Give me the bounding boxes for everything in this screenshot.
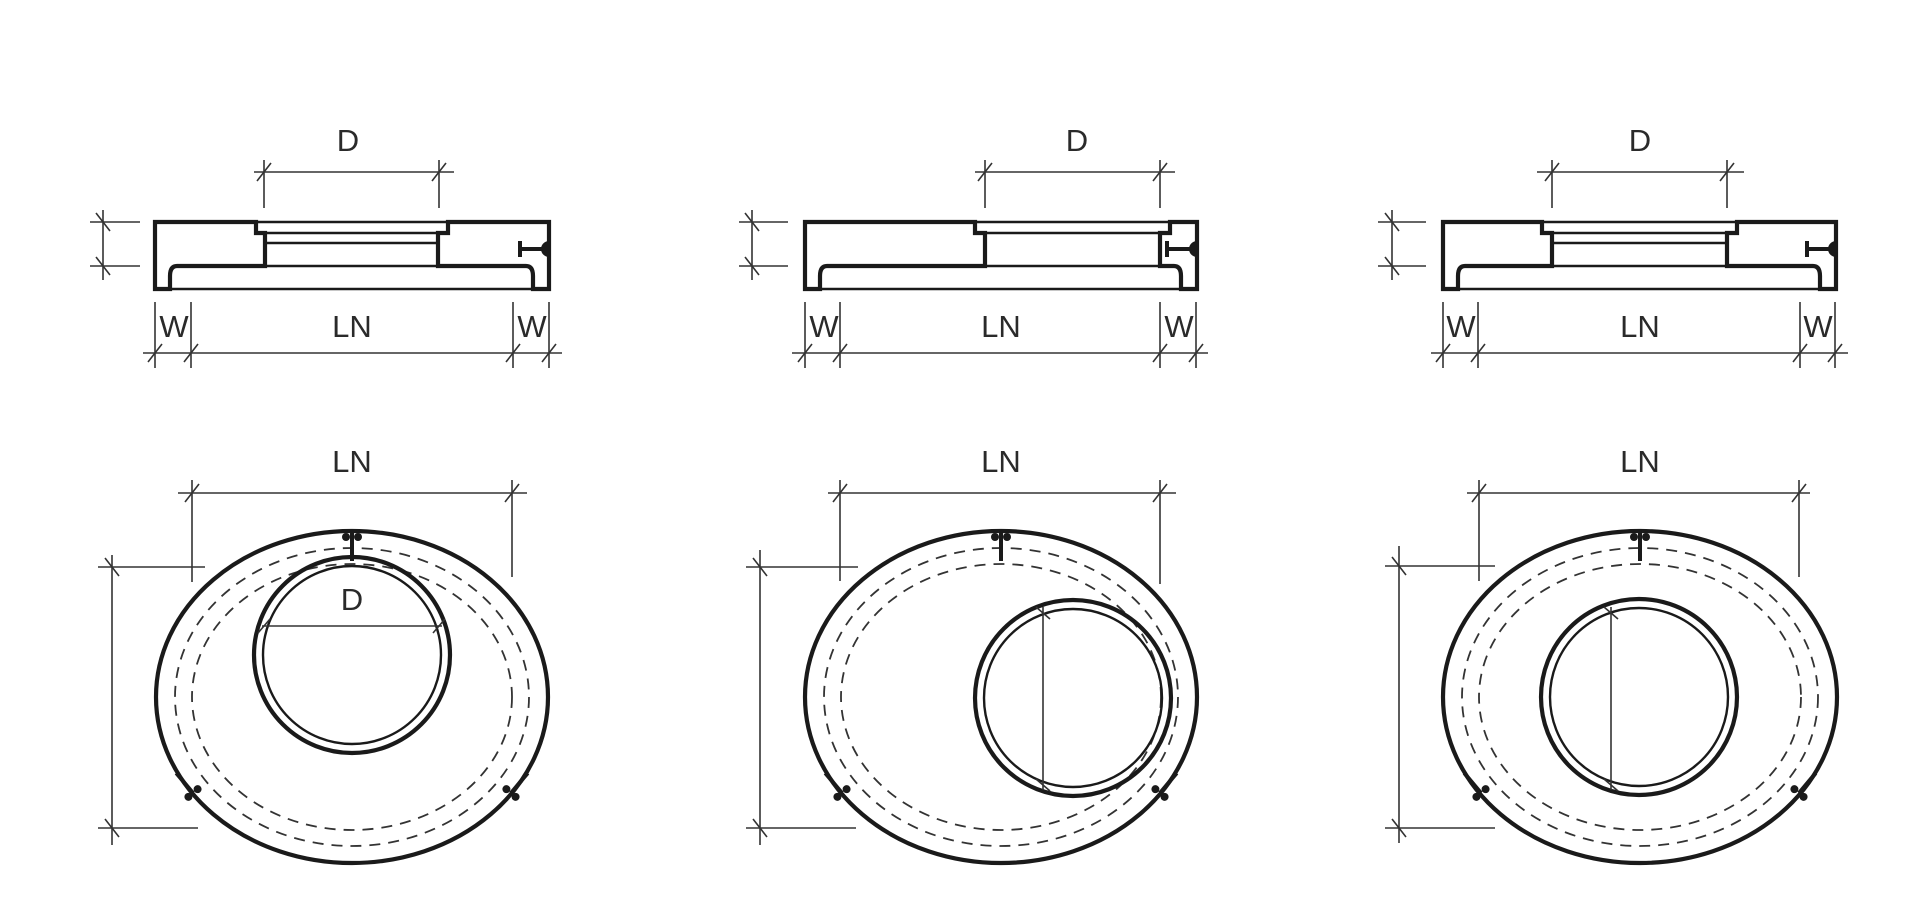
plan-opening-outer xyxy=(1538,596,1740,798)
dimension-W-LN: W LN W xyxy=(1431,302,1848,368)
lifting-anchor-icon xyxy=(342,533,362,561)
dimension-label-LN: LN xyxy=(1620,444,1660,479)
dimension-W-LN: W LN W xyxy=(792,302,1208,368)
section-outline-right xyxy=(1724,219,1839,292)
dimension-label-W-right: W xyxy=(1164,309,1194,344)
lifting-anchor-icon xyxy=(518,241,549,257)
dimension-label-LN: LN xyxy=(332,309,372,344)
dimension-H: H xyxy=(739,210,788,280)
dimension-LN: LN xyxy=(828,444,1176,584)
dimension-label-LN: LN xyxy=(981,309,1021,344)
lifting-anchor-icon xyxy=(1805,241,1836,257)
lifting-anchor-icon xyxy=(174,771,202,801)
lifting-anchor-icon xyxy=(1462,771,1490,801)
dimension-label-W-right: W xyxy=(1803,309,1833,344)
section-view-2: D H W LN W xyxy=(739,123,1208,368)
dimension-D: D xyxy=(257,582,446,634)
lifting-anchor-icon xyxy=(823,771,851,801)
plan-hidden-line-inner xyxy=(840,563,1162,831)
section-outline xyxy=(1440,219,1555,292)
plan-opening-inner xyxy=(1548,606,1730,788)
dimension-H: H xyxy=(90,210,140,280)
dimension-label-LN: LN xyxy=(981,444,1021,479)
section-view-3: D H W LN W xyxy=(1378,123,1848,368)
dimension-D: D xyxy=(1035,606,1051,792)
plan-view-1: D LN WN xyxy=(98,444,551,866)
dimension-label-D: D xyxy=(337,123,359,158)
dimension-D: D xyxy=(1537,123,1744,208)
lifting-anchor-icon xyxy=(502,771,530,801)
dimension-WN: WN xyxy=(746,550,858,845)
plan-hidden-line-inner xyxy=(1478,563,1802,831)
dimension-D: D xyxy=(254,123,454,208)
lifting-anchor-icon xyxy=(991,533,1011,561)
dimension-LN: LN xyxy=(1467,444,1810,581)
plan-opening-inner xyxy=(982,607,1164,789)
dimension-label-D: D xyxy=(1066,123,1088,158)
section-outline-right xyxy=(435,219,552,292)
dimension-label-LN: LN xyxy=(1620,309,1660,344)
plan-opening-inner xyxy=(261,564,443,746)
lifting-anchor-icon xyxy=(1790,771,1818,801)
dimension-WN: WN xyxy=(1385,546,1495,843)
dimension-label-D: D xyxy=(1629,123,1651,158)
plan-hidden-line-inner xyxy=(191,563,513,831)
section-outline-right xyxy=(1157,219,1200,292)
plan-outer-edge xyxy=(153,528,551,866)
dimension-label-W-left: W xyxy=(809,309,839,344)
lifting-anchor-icon xyxy=(1165,241,1197,257)
dimension-label-W-right: W xyxy=(517,309,547,344)
section-outline xyxy=(152,219,268,292)
plan-opening-outer xyxy=(972,597,1174,799)
lifting-anchor-icon xyxy=(1630,533,1650,561)
dimension-D: D xyxy=(975,123,1175,208)
plan-outer-edge xyxy=(1440,528,1840,866)
dimension-WN: WN xyxy=(98,555,205,845)
dimension-label-W-left: W xyxy=(1446,309,1476,344)
plan-view-3: D LN WN xyxy=(1385,444,1840,866)
plan-view-2: D LN WN xyxy=(746,444,1200,866)
plan-outer-edge xyxy=(802,528,1200,866)
dimension-label-LN: LN xyxy=(332,444,372,479)
dimension-H: H xyxy=(1378,210,1426,280)
plan-hidden-line-outer xyxy=(823,547,1179,847)
dimension-label-W-left: W xyxy=(159,309,189,344)
lifting-anchor-icon xyxy=(1151,771,1179,801)
dimension-D: D xyxy=(1603,606,1619,792)
dimension-LN: LN xyxy=(178,444,527,582)
section-view-1: D H W LN W xyxy=(90,123,562,368)
section-outline xyxy=(802,219,988,292)
plan-hidden-line-outer xyxy=(1461,547,1819,847)
dimension-label-D: D xyxy=(341,582,363,617)
dimension-W-LN: W LN W xyxy=(143,302,562,368)
